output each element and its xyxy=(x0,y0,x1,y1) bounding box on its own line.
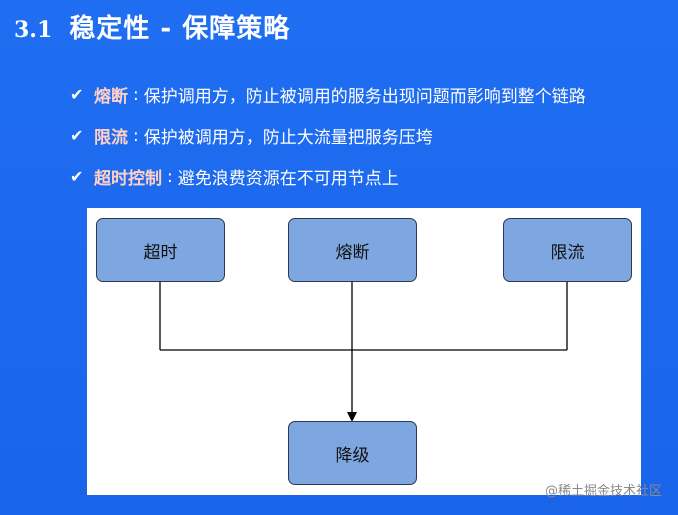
bullet-description: 保护调用方，防止被调用的服务出现问题而影响到整个链路 xyxy=(143,87,586,107)
bullet-description: 避免浪费资源在不可用节点上 xyxy=(177,169,399,189)
strategy-diagram: 超时 熔断 限流 降级 xyxy=(87,208,641,495)
node-rate-limit: 限流 xyxy=(503,218,632,282)
bullet-item: ✔ 超时控制 : 避免浪费资源在不可用节点上 xyxy=(70,156,586,197)
bullet-item: ✔ 限流 : 保护被调用方，防止大流量把服务压垮 xyxy=(70,115,586,156)
title-text: 稳定性 - 保障策略 xyxy=(69,14,291,44)
section-number: 3.1 xyxy=(14,17,53,43)
slide-title: 3.1 稳定性 - 保障策略 xyxy=(14,8,290,45)
node-degrade: 降级 xyxy=(288,421,417,485)
bullet-term: 限流 xyxy=(94,128,128,148)
check-icon: ✔ xyxy=(70,126,84,145)
bullet-item: ✔ 熔断 : 保护调用方，防止被调用的服务出现问题而影响到整个链路 xyxy=(70,74,586,115)
bullet-list: ✔ 熔断 : 保护调用方，防止被调用的服务出现问题而影响到整个链路 ✔ 限流 :… xyxy=(70,74,586,197)
bullet-term: 熔断 xyxy=(94,87,128,107)
bullet-separator: : xyxy=(133,84,139,105)
node-timeout: 超时 xyxy=(96,218,225,282)
diagram-connectors xyxy=(159,282,568,422)
node-circuit-breaker: 熔断 xyxy=(288,218,417,282)
bullet-description: 保护被调用方，防止大流量把服务压垮 xyxy=(143,128,433,148)
check-icon: ✔ xyxy=(70,85,84,104)
bullet-separator: : xyxy=(133,125,139,146)
bullet-term: 超时控制 xyxy=(94,169,162,189)
bullet-separator: : xyxy=(167,166,173,187)
check-icon: ✔ xyxy=(70,167,84,186)
watermark: @稀土掘金技术社区 xyxy=(544,484,662,499)
